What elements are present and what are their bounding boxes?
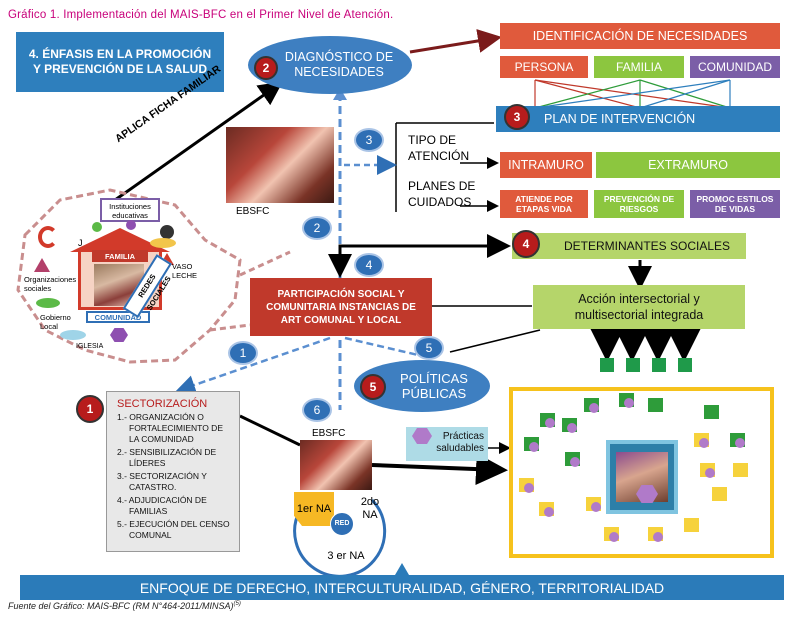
plan-label: PLAN DE INTERVENCIÓN <box>544 112 696 126</box>
ebsfc-team-photo <box>226 127 334 203</box>
network-node-dot <box>591 502 601 512</box>
network-node-dot <box>544 507 554 517</box>
network-node <box>712 487 727 501</box>
organizaciones-label: Organizaciones sociales <box>24 275 77 293</box>
network-node-dot <box>699 438 709 448</box>
network-node-dot <box>624 398 634 408</box>
politicas-oval: POLÍTICAS PÚBLICAS <box>354 360 490 412</box>
small-oval-icon <box>150 238 176 248</box>
sectorizacion-item: 1.- ORGANIZACIÓN O FORTALECIMIENTO DE LA… <box>117 412 223 444</box>
vaso-leche-label: VASO LECHE <box>172 262 198 280</box>
diagnostico-label: DIAGNÓSTICO DE NECESIDADES <box>284 50 394 79</box>
red-badge: RED <box>330 512 354 536</box>
figure-source: Fuente del Gráfico: MAIS-BFC (RM N°464-2… <box>8 601 241 611</box>
step-2-badge: 2 <box>254 56 278 80</box>
extramuro-box: EXTRAMURO <box>596 152 780 178</box>
identificacion-header: IDENTIFICACIÓN DE NECESIDADES <box>500 23 780 49</box>
planes-cuidados-label: PLANES DE CUIDADOS <box>408 179 476 209</box>
purple-dot-icon <box>126 220 136 230</box>
practicas-hexagon-icon <box>412 428 432 444</box>
familia-house-label: FAMILIA <box>92 250 148 262</box>
sectorizacion-item: 3.- SECTORIZACIÓN Y CATASTRO. <box>117 471 207 492</box>
ebsfc-top-label: EBSFC <box>236 206 270 217</box>
sectorizacion-item: 4.- ADJUDICACIÓN DE FAMILIAS <box>117 495 207 516</box>
center-hexagon-icon <box>636 485 658 503</box>
red-curve-icon <box>38 226 58 248</box>
familia-box: FAMILIA <box>594 56 684 78</box>
network-node-dot <box>609 532 619 542</box>
comunidad-box: COMUNIDAD <box>690 56 780 78</box>
determinantes-box: DETERMINANTES SOCIALES <box>512 233 746 259</box>
action-square <box>600 358 614 372</box>
circle-5: 5 <box>414 336 444 360</box>
sectorizacion-item: 2.- SENSIBILIZACIÓN DE LÍDERES <box>117 447 217 468</box>
sectorizacion-list: 1.- ORGANIZACIÓN O FORTALECIMIENTO DE LA… <box>115 412 233 541</box>
organizaciones-triangle-icon <box>34 258 50 272</box>
intramuro-box: INTRAMURO <box>500 152 592 178</box>
circle-6: 6 <box>302 398 332 422</box>
step-1-badge: 1 <box>76 395 104 423</box>
instituciones-box: Instituciones educativas <box>100 198 160 222</box>
accion-box: Acción intersectorial y multisectorial i… <box>533 285 745 329</box>
network-node-dot <box>705 468 715 478</box>
gobierno-oval-icon <box>36 298 60 308</box>
action-square <box>652 358 666 372</box>
network-node-dot <box>524 483 534 493</box>
step-3-badge: 3 <box>504 104 530 130</box>
politicas-label: POLÍTICAS PÚBLICAS <box>400 371 468 401</box>
sectorizacion-title: SECTORIZACIÓN <box>117 398 208 410</box>
sectorizacion-box: SECTORIZACIÓN 1.- ORGANIZACIÓN O FORTALE… <box>106 391 240 552</box>
prevencion-box: PREVENCIÓN DE RIESGOS <box>594 190 684 218</box>
gobierno-label: Gobierno Local <box>40 313 71 331</box>
ebsfc-bottom-label: EBSFC <box>312 428 346 439</box>
community-hexagon-icon <box>110 328 128 342</box>
circle-2: 2 <box>302 216 332 240</box>
determinantes-label: DETERMINANTES SOCIALES <box>564 239 731 253</box>
bottom-bar: ENFOQUE DE DERECHO, INTERCULTURALIDAD, G… <box>20 575 784 600</box>
iglesia-oval-icon <box>60 330 86 340</box>
network-node-dot <box>545 418 555 428</box>
green-dot-icon <box>92 222 102 232</box>
segundo-nivel-label: 2do NA <box>360 496 380 521</box>
action-square <box>678 358 692 372</box>
iglesia-label: IGLESIA <box>76 343 104 350</box>
emphasis-text: 4. ÉNFASIS EN LA PROMOCIÓN Y PREVENCIÓN … <box>28 47 212 76</box>
network-node-dot <box>570 457 580 467</box>
step-5-badge: 5 <box>360 374 386 400</box>
atiende-box: ATIENDE POR ETAPAS VIDA <box>500 190 588 218</box>
network-node-dot <box>589 403 599 413</box>
promoc-box: PROMOC ESTILOS DE VIDAS <box>690 190 780 218</box>
network-node-dot <box>529 442 539 452</box>
tipo-atencion-label: TIPO DE ATENCIÓN <box>408 133 470 163</box>
circle-1: 1 <box>228 341 258 365</box>
network-node-dot <box>567 423 577 433</box>
network-node <box>733 463 748 477</box>
arrow-diag-ident <box>409 29 502 54</box>
sectorizacion-item: 5.- EJECUCIÓN DEL CENSO COMUNAL <box>117 519 230 540</box>
network-node <box>704 405 719 419</box>
plan-box: PLAN DE INTERVENCIÓN <box>496 106 780 132</box>
persona-box: PERSONA <box>500 56 588 78</box>
circle-3: 3 <box>354 128 384 152</box>
network-node <box>648 398 663 412</box>
emphasis-box: 4. ÉNFASIS EN LA PROMOCIÓN Y PREVENCIÓN … <box>16 32 224 92</box>
network-node <box>684 518 699 532</box>
participacion-box: PARTICIPACIÓN SOCIAL Y COMUNITARIA INSTA… <box>250 278 432 336</box>
person-icon <box>160 225 174 239</box>
action-square <box>626 358 640 372</box>
step-4-badge: 4 <box>512 230 540 258</box>
network-node-dot <box>735 438 745 448</box>
community-outline <box>16 188 242 364</box>
network-node-dot <box>653 532 663 542</box>
circle-4: 4 <box>354 253 384 277</box>
figure-title: Gráfico 1. Implementación del MAIS-BFC e… <box>8 9 394 21</box>
ebsfc-bottom-photo <box>300 440 372 490</box>
primer-nivel-label: 1er NA <box>294 492 334 526</box>
tercer-nivel-label: 3 er NA <box>327 549 365 562</box>
